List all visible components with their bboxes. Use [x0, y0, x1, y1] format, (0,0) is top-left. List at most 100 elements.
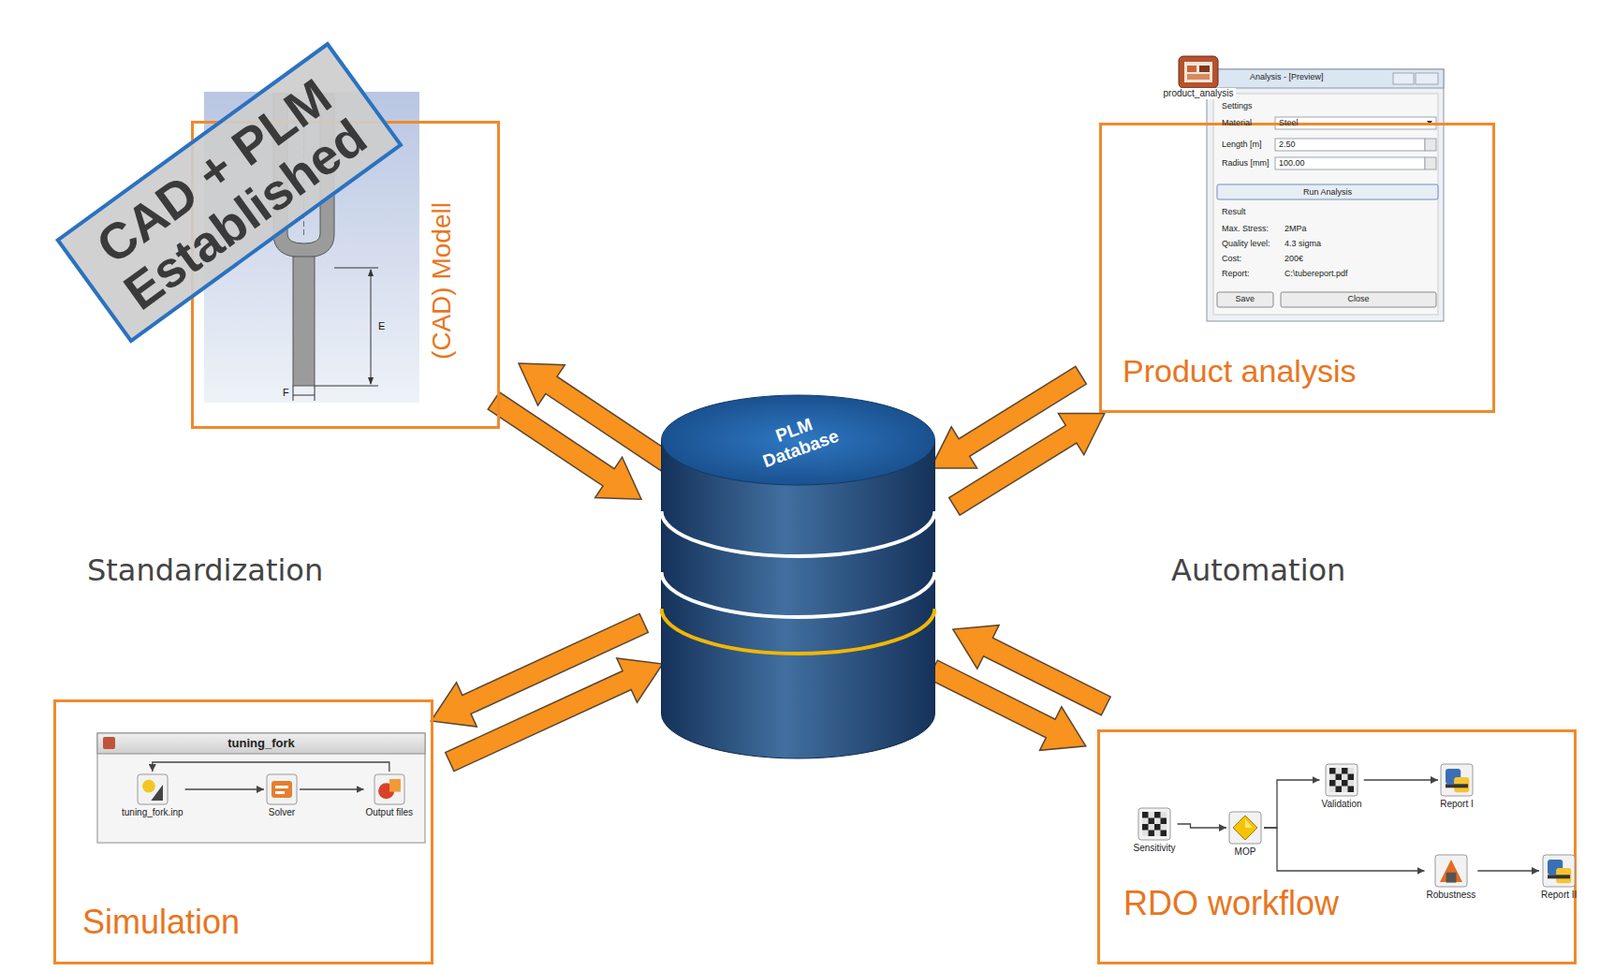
flow-connector — [185, 788, 265, 790]
icon-square — [1142, 811, 1149, 819]
button-label: Run Analysis — [1303, 187, 1352, 198]
icon-square — [1348, 786, 1355, 793]
node-label: tuning_fork.inp — [121, 807, 184, 819]
cylinder-body — [661, 440, 936, 759]
tool-icon — [373, 773, 406, 806]
workflow-window — [97, 733, 426, 843]
spin-button — [1424, 157, 1437, 170]
icon-part — [142, 779, 156, 793]
input-file-node: tuning_fork.inp — [121, 773, 184, 819]
run-button — [1217, 184, 1439, 200]
icon-pane — [1187, 73, 1210, 80]
icon-frame — [1325, 763, 1358, 796]
icon-part — [1439, 859, 1463, 882]
icon-frame — [137, 774, 168, 805]
field-value: Steel — [1278, 117, 1299, 129]
icon-square — [1348, 774, 1355, 781]
icon-square — [1341, 767, 1349, 775]
window-titlebar — [97, 733, 426, 754]
report-node: Report II — [1541, 853, 1577, 901]
dimension-label: F — [280, 386, 292, 399]
section-label: Automation — [1171, 552, 1346, 588]
cylinder-band — [661, 572, 936, 617]
workflow-window: tuning_forktuning_fork.inpSolverOutput f… — [97, 733, 426, 843]
group-heading: Settings — [1221, 101, 1253, 112]
flow-connector — [152, 762, 390, 772]
icon-square — [1160, 830, 1168, 837]
dialog-window — [1206, 69, 1444, 322]
dialog-panel — [1213, 93, 1439, 315]
icon-square — [1329, 767, 1336, 775]
dialog-titlebar — [1206, 69, 1444, 89]
block-arrow — [430, 613, 648, 727]
status-stamp: CAD + PLM Established — [55, 41, 404, 344]
extension-line — [314, 385, 379, 387]
icon-frame — [374, 774, 405, 805]
block-arrow — [949, 413, 1105, 516]
icon-facet — [1245, 819, 1253, 828]
mop-node: MOP — [1228, 810, 1263, 858]
icon-part — [1446, 872, 1457, 883]
tool-icon — [1434, 853, 1468, 888]
icon-band — [1445, 783, 1468, 788]
product-analysis-icon — [1178, 56, 1219, 89]
icon-square — [1154, 823, 1161, 831]
field-name: Material — [1221, 117, 1252, 129]
tool-icon — [136, 773, 169, 806]
extension-line — [314, 385, 316, 401]
fork-stem — [293, 256, 315, 386]
window-title: Analysis - [Preview] — [1249, 72, 1324, 83]
node-label: Solver — [265, 807, 298, 819]
tool-icon — [1228, 810, 1263, 845]
icon-ground — [1329, 767, 1354, 793]
flow-connector — [1477, 869, 1540, 871]
tool-icon — [1324, 763, 1359, 797]
field-value: 2.50 — [1278, 139, 1296, 150]
dimension-label: E — [376, 320, 387, 333]
cylinder-band — [661, 511, 936, 557]
flow-connector — [1263, 779, 1321, 828]
node-label: Robustness — [1426, 889, 1477, 901]
icon-frame — [1435, 854, 1468, 887]
icon-square — [1148, 818, 1156, 825]
result-value: 4.3 sigma — [1284, 238, 1322, 250]
group-heading: Result — [1221, 206, 1247, 218]
rdo-panel: RDO workflowSensitivityMOPValidationRepo… — [1097, 729, 1577, 965]
result-name: Cost: — [1221, 253, 1242, 265]
icon-pane — [1187, 65, 1197, 73]
icon-square — [1154, 811, 1161, 819]
node-label: Report I — [1439, 798, 1474, 810]
icon-frame — [1138, 807, 1171, 840]
extension-line — [293, 385, 294, 401]
tool-icon — [1541, 853, 1576, 888]
window-button — [1393, 73, 1414, 85]
icon-diamond — [1233, 815, 1258, 840]
result-name: Quality level: — [1221, 238, 1271, 250]
report-node: Report I — [1439, 763, 1474, 810]
tool-icon — [1137, 807, 1172, 841]
icon-square — [1329, 779, 1336, 787]
input-field — [1275, 138, 1425, 151]
panel-title: RDO workflow — [1123, 883, 1339, 923]
section-label: Standardization — [87, 552, 323, 588]
field-value: 100.00 — [1278, 158, 1306, 169]
icon-frame — [1178, 56, 1219, 89]
node-label: Validation — [1321, 798, 1363, 810]
panel-title: Product analysis — [1122, 352, 1356, 390]
field-name: Radius [mm] — [1221, 158, 1270, 169]
icon-part — [271, 780, 293, 798]
icon-frame — [1542, 854, 1575, 887]
robustness-node: Robustness — [1426, 853, 1477, 901]
cylinder-band — [661, 608, 936, 654]
icon-square — [1335, 786, 1343, 793]
window-ground — [97, 733, 426, 843]
icon-band — [1547, 874, 1571, 879]
icon-window — [1184, 61, 1213, 83]
icon-part — [275, 785, 289, 789]
icon-part — [150, 784, 163, 801]
flow-connector — [299, 788, 365, 790]
result-value: 2MPa — [1284, 223, 1307, 235]
result-name: Report: — [1221, 268, 1250, 279]
save-button — [1217, 292, 1274, 308]
result-value: C:\tubereport.pdf — [1284, 268, 1349, 279]
